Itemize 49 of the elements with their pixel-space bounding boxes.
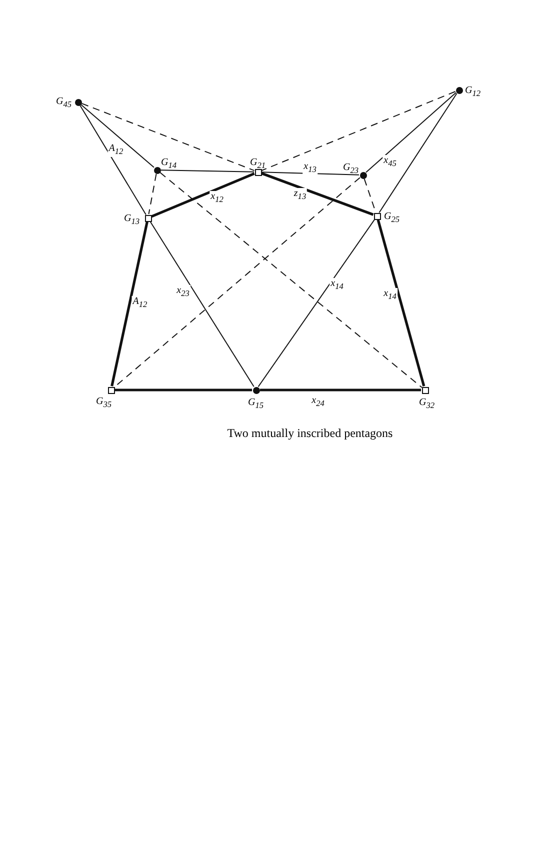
filled-point xyxy=(252,386,260,394)
dashed-line xyxy=(160,172,422,388)
point-label: G$_{25}$ xyxy=(384,211,400,225)
open-point xyxy=(144,214,152,222)
edge-label: x$_{13}$ xyxy=(302,161,318,175)
point-label: G$_{14}$ xyxy=(161,157,177,171)
line-segment xyxy=(160,170,254,172)
edge-label: z$_{13}$ xyxy=(292,188,308,202)
point-label: G$_{12}$ xyxy=(465,85,481,99)
open-point xyxy=(374,212,380,220)
edge-label: x$_{45}$ xyxy=(382,155,398,169)
line-segment xyxy=(366,92,456,173)
caption: Two mutually inscribed pentagons xyxy=(227,426,393,441)
line-segment xyxy=(80,104,154,168)
filled-point xyxy=(456,86,462,94)
point-label: G$_{23}$ xyxy=(343,162,359,176)
line-segment xyxy=(258,218,376,388)
dashed-line xyxy=(261,91,456,171)
line-segment xyxy=(260,388,421,392)
line-segment xyxy=(115,388,252,392)
point-label: G$_{15}$ xyxy=(248,397,264,411)
line-segment xyxy=(262,172,360,176)
point-label: G$_{32}$ xyxy=(419,397,435,411)
filled-point xyxy=(74,98,82,106)
point-label: G$_{21}$ xyxy=(250,157,266,171)
line-segment xyxy=(261,172,374,216)
line-segment xyxy=(150,220,254,388)
line-segment xyxy=(151,172,255,218)
point-label: G$_{35}$ xyxy=(96,396,112,410)
edge-label: x$_{12}$ xyxy=(210,191,224,205)
edge-label: x$_{23}$ xyxy=(176,285,190,299)
point-label: G$_{13}$ xyxy=(124,213,140,227)
open-point xyxy=(108,386,114,394)
open-point xyxy=(254,168,262,176)
line-segment xyxy=(80,104,146,216)
dashed-line xyxy=(148,173,157,215)
point-label: G$_{45}$ xyxy=(56,96,72,110)
filled-point xyxy=(154,166,160,174)
open-point xyxy=(422,386,428,394)
edge-label: x$_{14}$ xyxy=(382,288,398,302)
line-segment xyxy=(378,92,458,214)
line-segment xyxy=(376,220,426,386)
edge-label: x$_{14}$ xyxy=(330,278,344,292)
dashed-line xyxy=(81,102,255,172)
line-segment xyxy=(110,222,148,386)
filled-point xyxy=(360,172,366,178)
edge-label: x$_{24}$ xyxy=(310,395,326,409)
edge-label: A$_{12}$ xyxy=(108,143,124,157)
edge-label: A$_{12}$ xyxy=(132,296,148,310)
